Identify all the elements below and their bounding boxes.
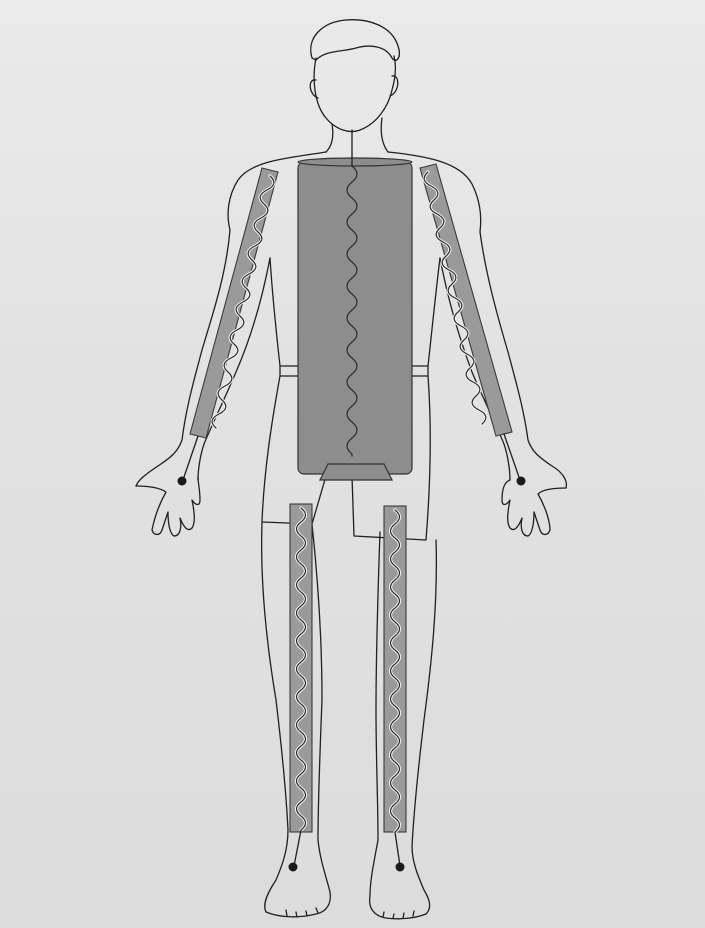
trunk-base: [320, 464, 392, 480]
right-hand-outline: [502, 480, 566, 536]
electrode-right-foot: [396, 863, 405, 872]
head: [314, 56, 395, 132]
electrode-left-foot: [289, 863, 298, 872]
left-arm-segment: [183, 168, 278, 480]
left-foot-lead: [294, 830, 301, 866]
left-hand-outline: [136, 478, 200, 536]
right-foot-outline: [370, 896, 426, 919]
electrode-left-hand: [178, 477, 187, 486]
right-hand-lead: [504, 434, 520, 480]
right-leg-outline: [412, 540, 436, 914]
right-foot-lead: [395, 832, 400, 866]
left-hand-lead: [183, 436, 198, 480]
left-leg-outline: [262, 522, 288, 912]
right-leg-segment: [384, 506, 406, 866]
right-arm-outline: [480, 232, 566, 488]
electrode-right-hand: [517, 477, 526, 486]
trunk-segment: [298, 130, 412, 480]
left-leg-segment: [290, 504, 312, 866]
hair: [311, 20, 400, 61]
neck: [326, 124, 333, 152]
right-arm-segment: [420, 164, 520, 480]
torso-outline: [270, 258, 280, 366]
left-foot-outline: [266, 892, 330, 917]
